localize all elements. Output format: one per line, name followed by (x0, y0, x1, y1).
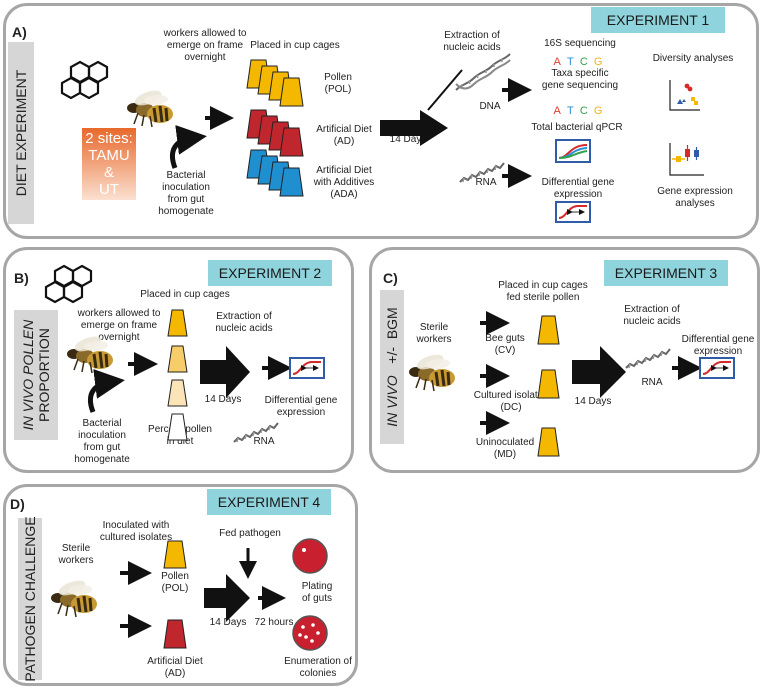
petri-dish-icon (292, 538, 328, 574)
a-placed-text: Placed in cup cages (250, 40, 340, 51)
c-uninoculated-text: Uninoculated(MD) (475, 437, 535, 460)
d-fed-label: Fed pathogen (219, 528, 281, 539)
d-ad-cup (163, 619, 187, 649)
a-bases-row-2: A T C G (553, 105, 603, 117)
a-bases-row-1: A T C G (553, 56, 603, 68)
a-dna-helix-icon (455, 53, 511, 91)
b-days-label: 14 Days (204, 394, 242, 405)
a-dna-label: DNA (479, 101, 501, 112)
d-pollen-cup (163, 540, 187, 569)
a-honeycomb-icon (60, 60, 109, 100)
panel-c-sidebar: IN VIVO +/- BGM (380, 290, 404, 444)
c-days-label: 14 Days (574, 396, 612, 407)
d-ad-label: Artificial Diet(AD) (147, 656, 203, 679)
b-percent-cups (167, 309, 188, 441)
a-ada-cups (246, 149, 304, 197)
b-rna-label: RNA (253, 436, 275, 447)
a-diversity-plot-icon (669, 80, 700, 111)
d-hours-label: 72 hours (254, 617, 294, 628)
experiment-4-tag: EXPERIMENT 4 (207, 489, 331, 515)
a-ad-label: Artificial Diet(AD) (316, 124, 372, 147)
experiment-2-tag: EXPERIMENT 2 (208, 260, 332, 286)
panel-a-label: A) (12, 24, 27, 40)
c-rna-strand-icon (625, 348, 671, 369)
a-big-arrow (380, 110, 448, 146)
a-qpcr-label: Total bacterial qPCR (531, 122, 623, 133)
a-curved-arrow (169, 124, 207, 169)
a-days-label: 14 Days (389, 134, 427, 145)
a-qpcr-plot-icon (555, 139, 591, 163)
b-honeycomb-icon (44, 264, 93, 304)
a-dna-diagonal (427, 69, 463, 111)
b-bee-icon (65, 332, 115, 375)
c-cultured-text: Cultured isolates(DC) (473, 390, 549, 413)
a-bee-icon (125, 86, 175, 129)
panel-b-label: B) (14, 270, 29, 286)
a-rna-label: RNA (475, 177, 497, 188)
b-big-arrow (200, 346, 250, 398)
d-pollen-label: Pollen(POL) (161, 571, 189, 594)
panel-d (3, 484, 358, 686)
panel-d-sidebar: PATHOGEN CHALLENGE (18, 516, 42, 682)
d-big-arrow (204, 574, 250, 622)
a-pollen-label: Pollen(POL) (324, 72, 352, 95)
panel-a-sidebar: DIET EXPERIMENT (8, 42, 34, 224)
b-placed-text: Placed in cup cages (140, 289, 230, 300)
c-beeguts-text: Bee guts(CV) (485, 333, 525, 356)
colony-plate-icon (292, 615, 328, 651)
c-rna-label: RNA (641, 377, 663, 388)
b-curved-arrow (87, 368, 125, 413)
a-expression-plot-icon (669, 143, 704, 176)
b-rna-strand-icon (233, 422, 279, 443)
panel-c-label: C) (383, 270, 398, 286)
d-days-label: 14 Days (209, 617, 247, 628)
b-diffexp-plot-icon (290, 358, 324, 378)
experiment-1-tag: EXPERIMENT 1 (591, 7, 725, 33)
d-bee-icon (49, 576, 99, 619)
a-diversity-label: Diversity analyses (652, 53, 734, 64)
panel-d-label: D) (10, 496, 25, 512)
c-cups (537, 315, 560, 457)
c-diffexp-plot-icon (700, 358, 734, 378)
a-diffexp-plot-icon (556, 202, 590, 222)
a-rna-strand-icon (459, 162, 505, 183)
a-ad-cups (246, 109, 304, 157)
a-16s-label: 16S sequencing (544, 38, 616, 49)
c-bee-icon (407, 350, 457, 393)
experiment-3-tag: EXPERIMENT 3 (604, 260, 728, 286)
a-pollen-cups (246, 59, 304, 107)
sites-box: 2 sites:TAMU&UT (82, 128, 136, 200)
c-big-arrow (572, 346, 626, 398)
